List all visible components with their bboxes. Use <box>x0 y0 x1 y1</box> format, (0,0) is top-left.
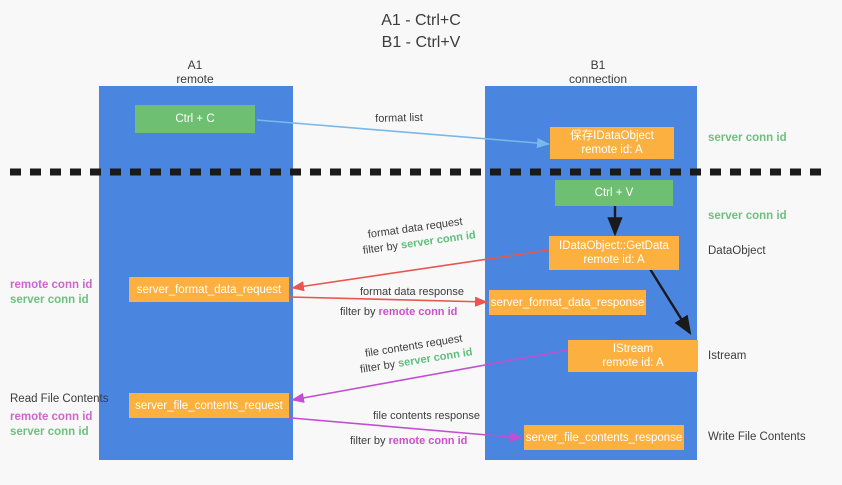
annotation-left-mid-conn-ids: remote conn id server conn id <box>10 278 92 308</box>
edge-label-file-contents-response-line1: file contents response <box>373 410 481 422</box>
remote-conn-id-key: remote conn id <box>388 435 468 447</box>
node-format-data-request-label: server_format_data_request <box>136 283 282 296</box>
node-ctrl-c[interactable]: Ctrl + C <box>135 105 255 133</box>
node-file-contents-response[interactable]: server_file_contents_response <box>524 425 684 450</box>
node-ctrl-v[interactable]: Ctrl + V <box>555 180 673 206</box>
arrow-format-data-request <box>291 248 557 292</box>
title-line-1: A1 - Ctrl+C <box>381 12 461 29</box>
node-file-contents-response-label: server_file_contents_response <box>525 431 683 444</box>
annotation-right-top-server-conn-id: server conn id <box>708 132 787 144</box>
node-getdata-line1: IDataObject::GetData <box>559 240 669 252</box>
filter-prefix: filter by <box>340 306 379 318</box>
edge-label-format-data-response-line2: filter by remote conn id <box>340 305 457 319</box>
annotation-left-low-conn-ids: remote conn id server conn id <box>10 410 92 440</box>
node-format-data-response-label: server_format_data_response <box>490 296 645 309</box>
annotation-right-istream: Istream <box>708 350 747 362</box>
lane-a1-sub: remote <box>176 72 214 86</box>
annotation-left-read-file-contents: Read File Contents <box>10 393 109 405</box>
annotation-right-dataobject: DataObject <box>708 245 766 257</box>
lane-header-b1: B1 connection <box>533 58 663 86</box>
remote-conn-id-key: remote conn id <box>378 306 458 318</box>
arrow-format-list <box>256 119 550 149</box>
annotation-right-write-file-contents: Write File Contents <box>708 431 806 443</box>
annotation-right-second-server-conn-id: server conn id <box>708 210 787 222</box>
edge-label-file-contents-response-line2: filter by remote conn id <box>350 434 467 448</box>
node-getdata-line2: remote id: A <box>583 254 645 266</box>
node-save-idataobject-line1: 保存IDataObject <box>570 130 654 142</box>
node-ctrl-c-label: Ctrl + C <box>175 113 215 125</box>
lane-a1-name: A1 <box>187 58 203 72</box>
edge-label-format-data-response-line1: format data response <box>360 286 464 298</box>
annotation-left-mid-server: server conn id <box>10 294 89 306</box>
annotation-left-low-remote: remote conn id <box>10 411 93 423</box>
node-file-contents-request[interactable]: server_file_contents_request <box>129 393 289 418</box>
node-format-data-response[interactable]: server_format_data_response <box>489 290 646 315</box>
node-save-idataobject[interactable]: 保存IDataObject remote id: A <box>550 127 674 159</box>
lane-b1-name: B1 <box>590 58 606 72</box>
node-file-contents-request-label: server_file_contents_request <box>135 399 283 412</box>
lane-b1-sub: connection <box>568 72 628 86</box>
lane-header-a1: A1 remote <box>130 58 260 86</box>
node-format-data-request[interactable]: server_format_data_request <box>129 277 289 302</box>
node-istream-line1: IStream <box>612 343 654 355</box>
filter-prefix: filter by <box>350 435 389 447</box>
annotation-left-mid-remote: remote conn id <box>10 279 93 291</box>
node-ctrl-v-label: Ctrl + V <box>594 187 634 199</box>
arrow-getdata-to-istream <box>648 268 692 336</box>
node-getdata[interactable]: IDataObject::GetData remote id: A <box>549 236 679 270</box>
title-line-2: B1 - Ctrl+V <box>381 34 461 51</box>
node-istream[interactable]: IStream remote id: A <box>568 340 698 372</box>
annotation-left-low-server: server conn id <box>10 426 89 438</box>
edge-label-format-list: format list <box>375 111 424 125</box>
diagram-title: A1 - Ctrl+C B1 - Ctrl+V <box>0 10 842 54</box>
node-istream-line2: remote id: A <box>602 357 664 369</box>
arrow-file-contents-request <box>291 349 569 403</box>
node-save-idataobject-line2: remote id: A <box>581 144 643 156</box>
